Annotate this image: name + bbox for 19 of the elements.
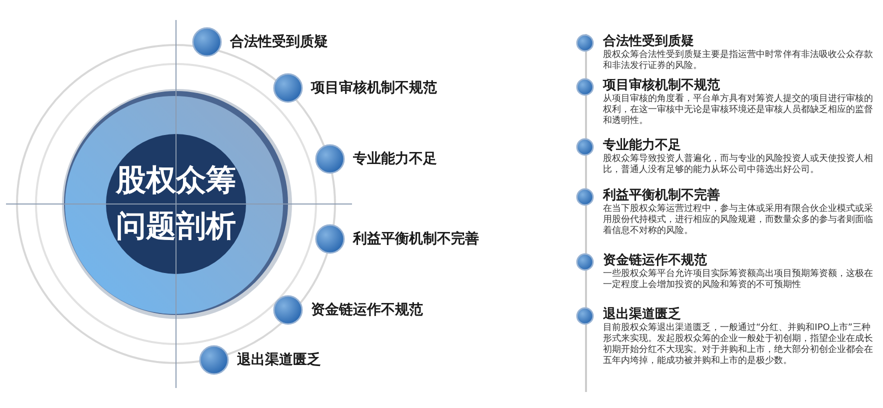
item-description: 在当下股权众筹运营过程中，参与主体或采用有限合伙企业模式或采用股份代持模式，进行相应的风险规避，而数量众多的参与者则面临着信息不对称的风险。 bbox=[603, 204, 874, 237]
item-heading: 专业能力不足 bbox=[603, 138, 682, 154]
item-heading: 资金链运作不规范 bbox=[603, 253, 708, 268]
item-description: 股权众筹导致投资人普遍化，而与专业的风险投资人或天使投资人相比，普通人没有足够的能力从坏公司中筛选出好公司。 bbox=[603, 154, 874, 176]
item-label: 利益平衡机制不完善 bbox=[353, 230, 479, 248]
item-heading: 项目审核机制不规范 bbox=[603, 78, 721, 94]
item-heading: 退出渠道匮乏 bbox=[603, 307, 682, 322]
item-description: 一些股权众筹平台允许项目实际筹资额高出项目预期筹资额，这极在一定程度上会增加投资的风险和筹资的不可预期性 bbox=[603, 269, 874, 291]
item-heading: 利益平衡机制不完善 bbox=[603, 188, 721, 204]
item-label: 资金链运作不规范 bbox=[311, 301, 423, 319]
item-description: 从项目审核的角度看，平台单方具有对筹资人提交的项目进行审核的权利，在这一审核中无论是审核环境还是审核人员都缺乏相应的监督和透明性。 bbox=[603, 94, 874, 127]
item-heading: 合法性受到质疑 bbox=[603, 34, 695, 50]
item-label: 项目审核机制不规范 bbox=[311, 79, 437, 97]
item-label: 退出渠道匮乏 bbox=[237, 351, 321, 369]
item-description: 股权众筹合法性受到质疑主要是指运营中时常伴有非法吸收公众存款和非法发行证券的风险。 bbox=[603, 50, 874, 72]
item-label: 合法性受到质疑 bbox=[230, 33, 328, 51]
item-description: 目前股权众筹退出渠道匮乏，一般通过“分红、并购和IPO上市”三种形式来实现。发起股权众筹的企业一般处于初创期，指望企业在成长初期开始分红不大现实。对于并购和上市，绝大部分初创企业都会在五年内垮掉，能成功被并购和上市的是极少数。 bbox=[603, 323, 874, 367]
item-label: 专业能力不足 bbox=[353, 150, 437, 168]
center-title: 股权众筹问题剖析 bbox=[114, 162, 237, 246]
